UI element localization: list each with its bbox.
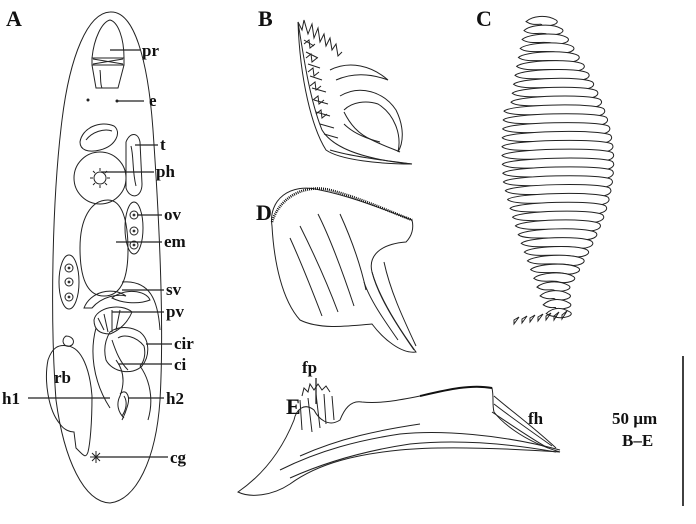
scale-applies: B–E xyxy=(622,431,653,450)
plate xyxy=(539,290,571,301)
panel-label-d: D xyxy=(256,200,272,225)
plate xyxy=(523,24,564,36)
panel-a-labels: pr e t ph ov em sv pv cir ci rb h1 h2 cg xyxy=(2,41,194,467)
label-cir: cir xyxy=(174,334,194,353)
label-pv: pv xyxy=(166,302,184,321)
label-sv: sv xyxy=(166,280,182,299)
label-h1: h1 xyxy=(2,389,20,408)
plate xyxy=(523,245,590,258)
scale-length: 50 µm xyxy=(612,409,657,428)
panel-c-drawing xyxy=(501,15,615,319)
ovary xyxy=(124,201,144,255)
vitellarium xyxy=(58,254,80,310)
reservoir-body xyxy=(46,335,93,457)
plate xyxy=(519,42,575,54)
plate xyxy=(526,254,585,266)
pharynx xyxy=(73,151,127,205)
label-rb: rb xyxy=(54,368,71,387)
panel-d-drawing xyxy=(270,187,417,353)
panel-a-drawing xyxy=(46,11,163,504)
prostatic-vesicle xyxy=(93,306,133,335)
panel-label-b: B xyxy=(258,6,273,31)
label-e: e xyxy=(149,91,157,110)
label-em: em xyxy=(164,232,186,251)
embryo xyxy=(79,199,129,297)
label-pr: pr xyxy=(142,41,159,60)
eyespot xyxy=(86,98,90,102)
panel-label-c: C xyxy=(476,6,492,31)
plate xyxy=(517,51,580,63)
plate xyxy=(533,272,576,284)
hook-h2 xyxy=(119,391,129,421)
label-fp: fp xyxy=(302,358,317,377)
panel-label-e: E xyxy=(286,394,301,419)
label-t: t xyxy=(160,135,166,154)
seminal-vesicle xyxy=(83,281,161,331)
label-ph: ph xyxy=(156,162,175,181)
plate xyxy=(525,15,558,27)
label-cg: cg xyxy=(170,448,187,467)
body-outline xyxy=(52,11,163,504)
label-h2: h2 xyxy=(166,389,184,408)
panel-e-drawing xyxy=(237,382,561,496)
plate xyxy=(536,281,571,292)
copulatory-organ xyxy=(92,327,152,421)
label-ci: ci xyxy=(174,355,187,374)
panel-c-base xyxy=(513,310,568,326)
panel-b-drawing xyxy=(297,19,413,165)
testes xyxy=(79,123,143,197)
label-fh: fh xyxy=(528,409,544,428)
plate xyxy=(542,299,572,310)
prohaptor xyxy=(91,19,125,89)
label-ov: ov xyxy=(164,205,182,224)
panel-label-a: A xyxy=(6,6,22,31)
plate xyxy=(521,33,569,45)
plate xyxy=(529,263,580,275)
